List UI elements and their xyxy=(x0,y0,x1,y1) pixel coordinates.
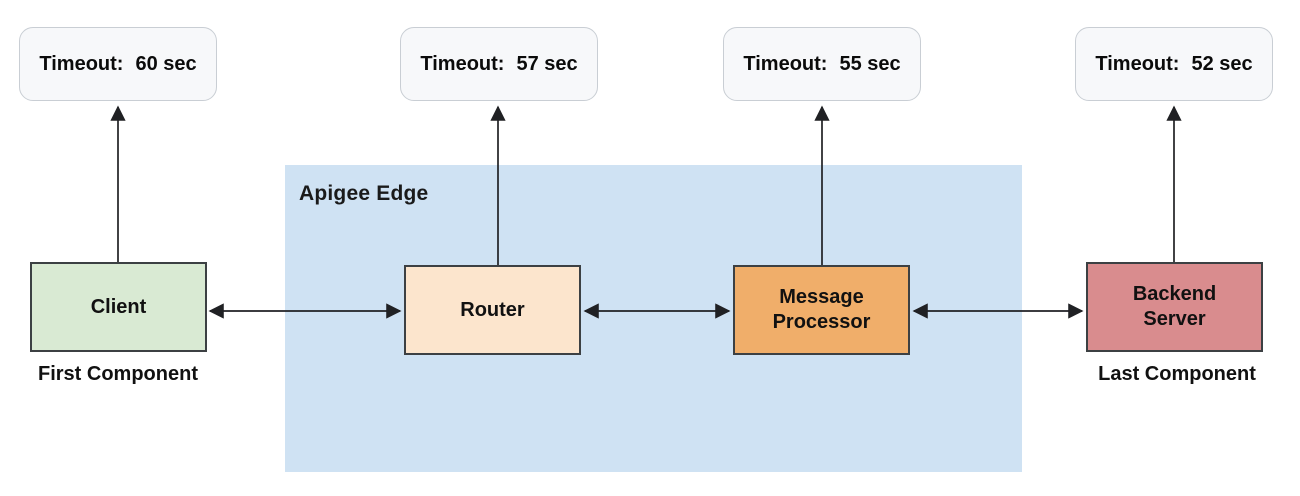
timeout-label: Timeout: xyxy=(39,52,124,75)
timeout-value: 60 sec xyxy=(135,52,197,75)
caption-last-component: Last Component xyxy=(1098,363,1256,385)
timeout-box-router: Timeout: 57 sec xyxy=(400,27,598,101)
component-box-message-processor: Message Processor xyxy=(733,265,910,355)
component-box-backend-server: Backend Server xyxy=(1086,262,1263,352)
caption-first-component: First Component xyxy=(38,363,198,385)
component-label: Backend Server xyxy=(1132,283,1217,330)
component-box-client: Client xyxy=(30,262,207,352)
timeout-label: Timeout: xyxy=(1095,52,1180,75)
timeout-label: Timeout: xyxy=(420,52,505,75)
timeout-box-backend-server: Timeout: 52 sec xyxy=(1075,27,1273,101)
apigee-edge-region: Apigee Edge xyxy=(285,165,1022,472)
timeout-box-message-processor: Timeout: 55 sec xyxy=(723,27,921,101)
component-label: Router xyxy=(460,298,525,321)
timeout-value: 55 sec xyxy=(839,52,901,75)
timeout-box-client: Timeout: 60 sec xyxy=(19,27,217,101)
component-box-router: Router xyxy=(404,265,581,355)
timeout-label: Timeout: xyxy=(743,52,828,75)
component-label: Client xyxy=(90,295,147,318)
component-label: Message Processor xyxy=(772,286,871,333)
timeout-value: 52 sec xyxy=(1191,52,1253,75)
apigee-edge-label: Apigee Edge xyxy=(299,182,429,205)
timeout-value: 57 sec xyxy=(516,52,578,75)
